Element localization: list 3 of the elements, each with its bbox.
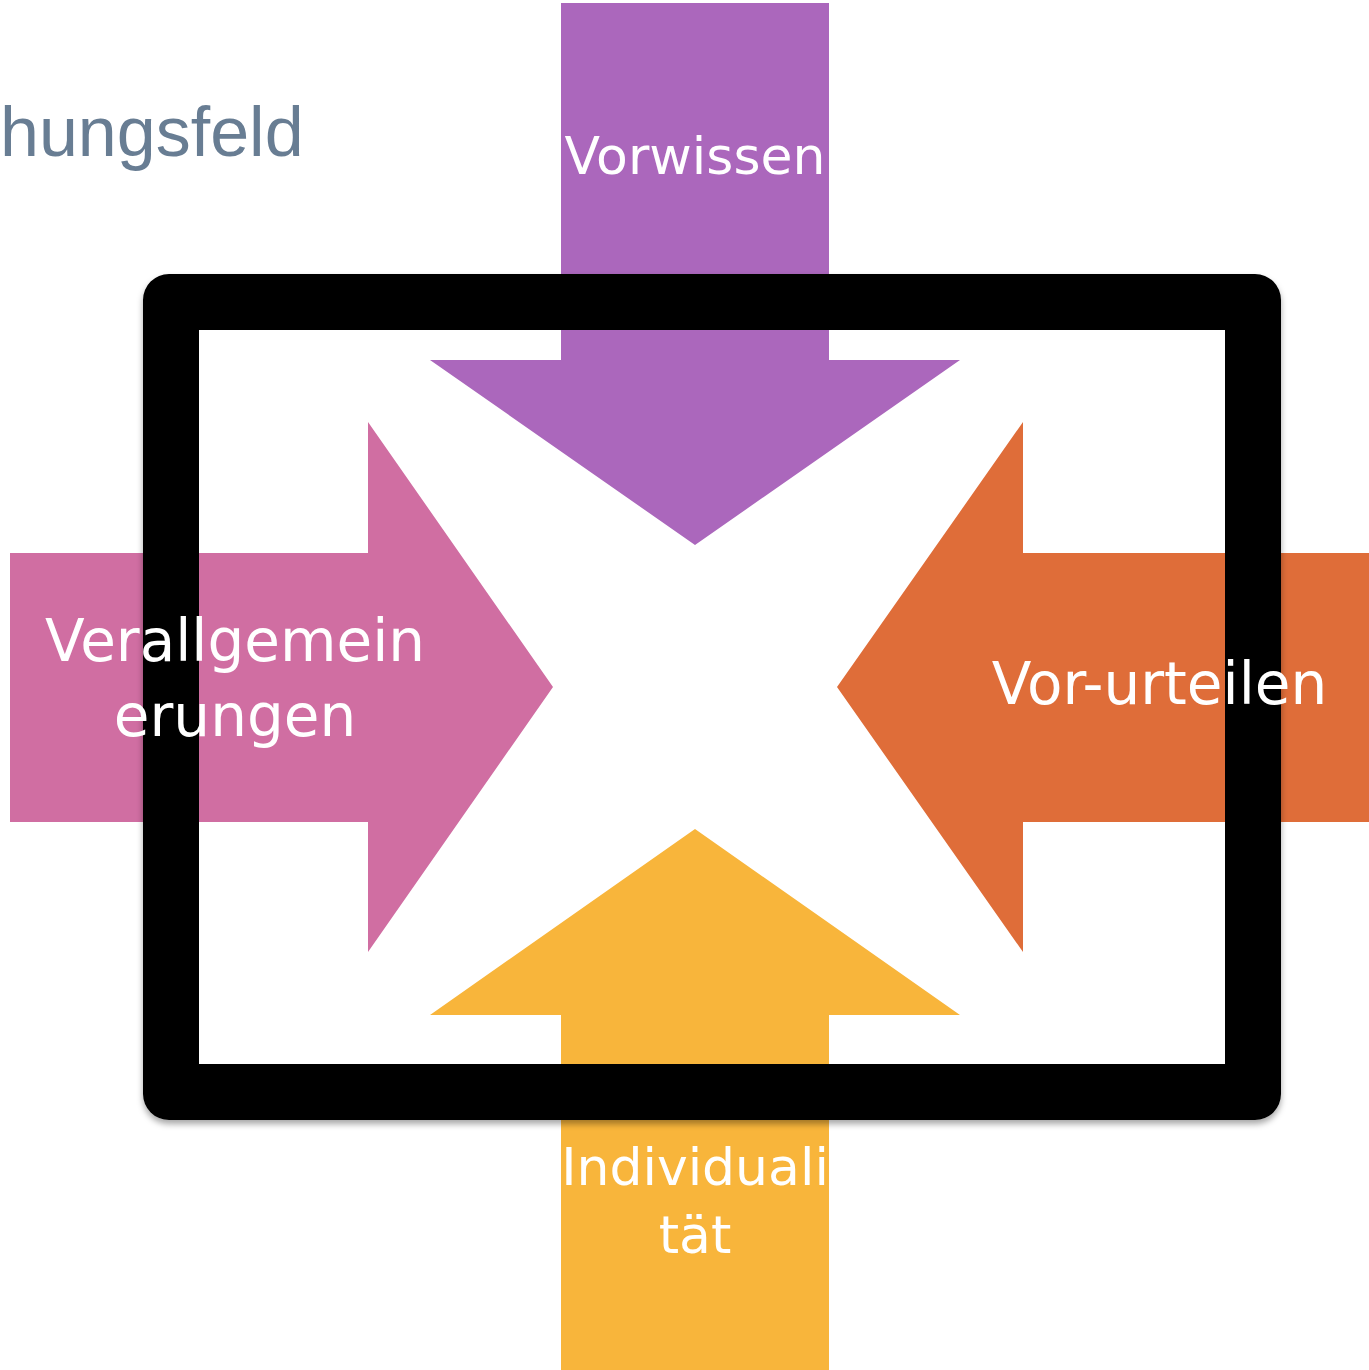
arrow-label: Individualität — [561, 1136, 829, 1267]
arrow-label: Vorwissen — [563, 125, 827, 188]
title: hungsfeld — [0, 92, 304, 172]
